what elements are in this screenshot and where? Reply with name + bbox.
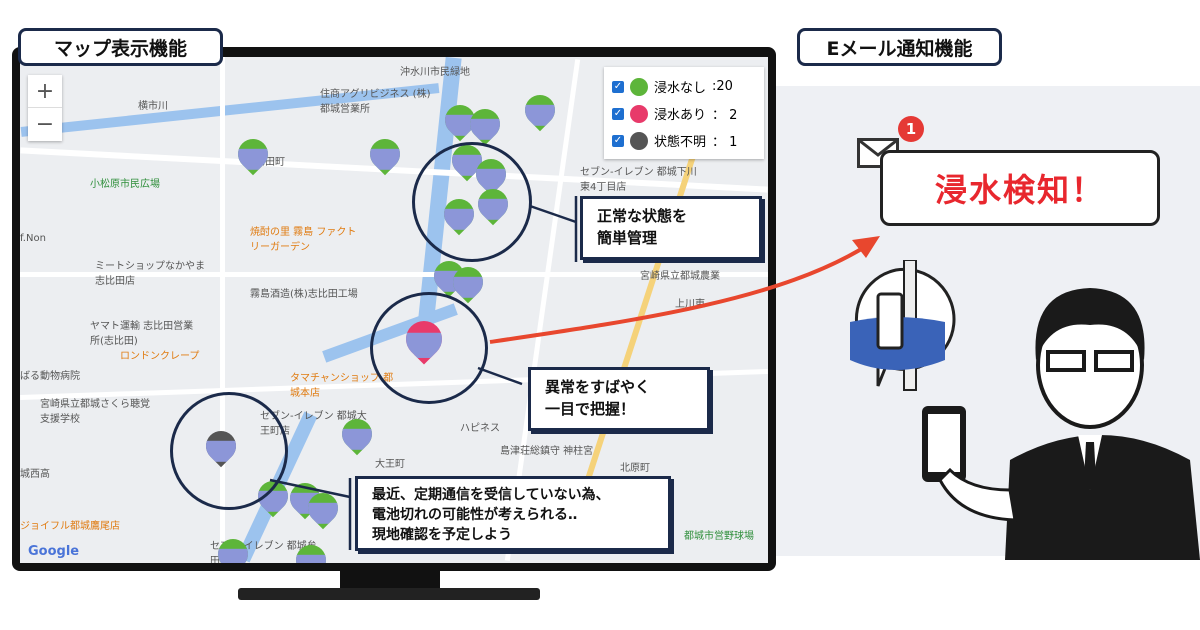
zoom-control: + − [28, 75, 62, 141]
sensor-bubble-icon [850, 260, 956, 391]
google-logo: Google [28, 544, 80, 559]
callout-abnormal: 異常をすばやく 一目で把握！ [528, 367, 710, 431]
callout-line: 現地確認を予定しよう [372, 527, 512, 543]
map-label[interactable]: 宮崎県立都城農業 [640, 271, 720, 282]
map-label[interactable]: f.Non [20, 233, 46, 244]
highlight-circle-unknown [170, 392, 288, 510]
legend-count: ： 2 [712, 108, 738, 123]
map-label[interactable]: ロンドンクレープ [120, 351, 200, 362]
monitor-base [238, 588, 540, 600]
zoom-in-button[interactable]: + [28, 75, 62, 108]
email-section-title: Eメール通知機能 [797, 28, 1002, 66]
map-section-title: マップ表示機能 [18, 28, 223, 66]
map-label[interactable]: ハピネス [460, 423, 500, 434]
callout-line: 簡単管理 [597, 229, 658, 247]
map-label[interactable]: 都城市営野球場 [684, 531, 754, 542]
callout-line: 一目で把握！ [545, 400, 636, 418]
map-label[interactable]: 横市川 [138, 101, 168, 112]
map-label[interactable]: 城西高 [20, 469, 50, 480]
legend-item-unknown[interactable]: ✓ 状態不明 ： 1 [612, 127, 756, 154]
person-icon [922, 288, 1200, 560]
map-legend: ✓ 浸水なし :20 ✓ 浸水あり ： 2 ✓ 状態不明 ： 1 [604, 67, 764, 159]
map-label[interactable]: セブン-イレブン 都城下川東4丁目店 [580, 167, 697, 193]
legend-label: 浸水なし [654, 81, 707, 96]
map-label[interactable]: 宮崎県立都城さくら聴覚支援学校 [40, 399, 150, 425]
callout-line: 最近、定期通信を受信していない為、 [372, 487, 610, 503]
notification-arrow [489, 243, 870, 344]
legend-item-flood[interactable]: ✓ 浸水あり ： 2 [612, 100, 756, 127]
flood-alert-message: 浸水検知！ [880, 150, 1160, 226]
map-label[interactable]: 北原町 [620, 463, 650, 474]
legend-label: 浸水あり [654, 108, 707, 123]
map-label[interactable]: 焼酎の里 霧島 ファクトリーガーデン [250, 227, 357, 253]
legend-item-no-flood[interactable]: ✓ 浸水なし :20 [612, 73, 756, 100]
map-label[interactable]: タマチャンショップ 都城本店 [290, 373, 394, 399]
person-with-phone-illustration [850, 260, 1200, 560]
callout-line: 異常をすばやく [545, 378, 651, 396]
map-label[interactable]: 霧島酒造(株)志比田工場 [250, 289, 358, 300]
highlight-circle-normal [412, 142, 532, 262]
map-label[interactable]: ヤマト運輸 志比田営業所(志比田) [90, 321, 194, 347]
map-label[interactable]: 住商アグリビジネス (株)都城営業所 [320, 89, 431, 115]
map-label[interactable]: ジョイフル都城鷹尾店 [20, 521, 120, 532]
map-label[interactable]: 上川東 [675, 299, 705, 310]
notification-badge: 1 [898, 116, 924, 142]
checkbox-icon[interactable]: ✓ [612, 80, 624, 93]
legend-count: ： 1 [712, 135, 738, 150]
checkbox-icon[interactable]: ✓ [612, 107, 624, 120]
callout-normal: 正常な状態を 簡単管理 [580, 196, 762, 260]
monitor-stand [340, 571, 440, 591]
callout-line: 電池切れの可能性が考えられる‥ [372, 507, 578, 523]
callout-line: 正常な状態を [597, 207, 688, 225]
map-label[interactable]: 島津荘総鎮守 神柱宮 [500, 446, 594, 457]
pin-gray-icon [630, 131, 648, 150]
zoom-out-button[interactable]: − [35, 112, 55, 137]
map-label[interactable]: 沖水川市民緑地 [400, 67, 470, 78]
arrow-head-icon [852, 236, 880, 258]
checkbox-icon[interactable]: ✓ [612, 134, 624, 147]
pin-green-icon [630, 77, 648, 96]
pin-red-icon [630, 104, 648, 123]
envelope-icon [857, 138, 899, 168]
highlight-circle-flooded [370, 292, 488, 404]
map-label[interactable]: 大王町 [375, 459, 405, 470]
legend-label: 状態不明 [654, 135, 707, 150]
legend-count: :20 [712, 79, 733, 94]
map-label[interactable]: ミートショップなかやま 志比田店 [95, 261, 205, 287]
map-label[interactable]: 小松原市民広場 [90, 179, 160, 190]
map-label[interactable]: ばる動物病院 [20, 371, 80, 382]
callout-unknown: 最近、定期通信を受信していない為、 電池切れの可能性が考えられる‥ 現地確認を予… [355, 476, 671, 551]
